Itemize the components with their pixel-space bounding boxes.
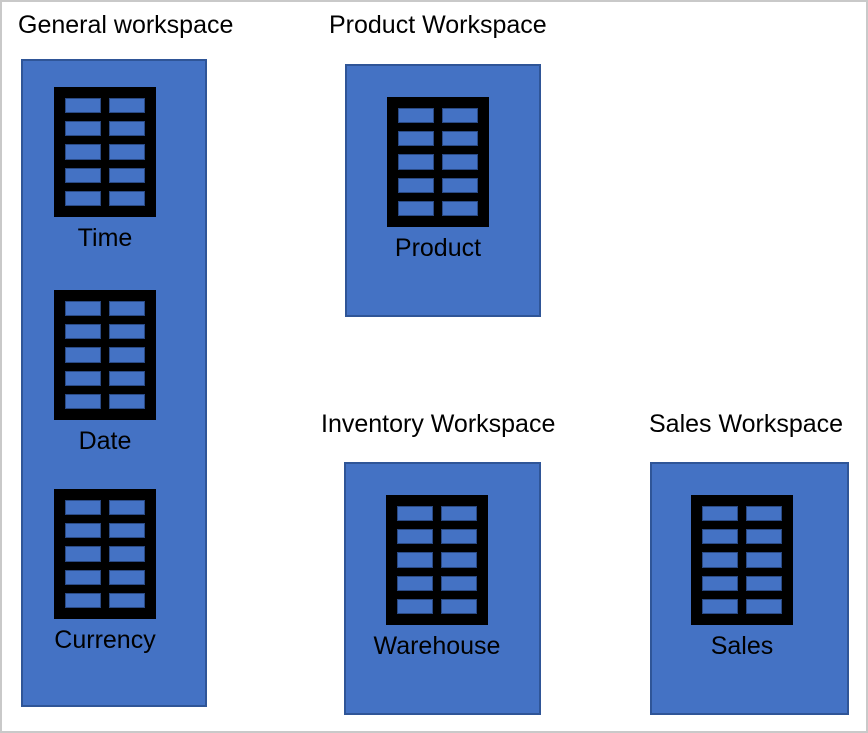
table-label: Currency bbox=[54, 626, 156, 654]
table-label: Warehouse bbox=[373, 632, 501, 660]
table-icon-cell bbox=[65, 523, 101, 539]
table-item-date: Date bbox=[25, 290, 185, 456]
table-icon-cell bbox=[65, 500, 101, 516]
table-label: Time bbox=[77, 224, 133, 252]
table-icon-cell bbox=[109, 546, 145, 562]
table-label: Sales bbox=[710, 632, 774, 660]
table-item-product: Product bbox=[358, 97, 518, 263]
table-icon-cell bbox=[398, 108, 434, 124]
workspace-title-sales: Sales Workspace bbox=[649, 410, 844, 438]
table-label: Product bbox=[394, 234, 482, 262]
table-icon-cell bbox=[442, 177, 478, 193]
table-icon-cell bbox=[442, 200, 478, 216]
table-icon-cell bbox=[441, 529, 477, 545]
table-icon-cell bbox=[441, 506, 477, 522]
table-icon bbox=[54, 87, 156, 217]
workspace-title-product: Product Workspace bbox=[329, 11, 547, 39]
table-icon-cell bbox=[397, 575, 433, 591]
table-icon bbox=[387, 97, 489, 227]
table-icon-cell bbox=[441, 552, 477, 568]
table-icon-cell bbox=[109, 98, 145, 114]
table-icon-cell bbox=[398, 131, 434, 147]
table-icon-cell bbox=[65, 546, 101, 562]
table-icon-cell bbox=[65, 144, 101, 160]
table-icon-cell bbox=[65, 347, 101, 363]
table-icon-cell bbox=[109, 393, 145, 409]
table-icon-cell bbox=[109, 324, 145, 340]
table-item-warehouse: Warehouse bbox=[357, 495, 517, 661]
table-icon-cell bbox=[702, 529, 738, 545]
table-icon-cell bbox=[702, 506, 738, 522]
table-icon-cell bbox=[65, 98, 101, 114]
table-icon-cell bbox=[109, 500, 145, 516]
table-icon-cell bbox=[397, 529, 433, 545]
table-icon-cell bbox=[109, 144, 145, 160]
table-icon-cell bbox=[442, 108, 478, 124]
table-icon-cell bbox=[109, 167, 145, 183]
table-icon-cell bbox=[442, 154, 478, 170]
table-icon-cell bbox=[109, 592, 145, 608]
table-icon-cell bbox=[109, 370, 145, 386]
table-icon bbox=[54, 290, 156, 420]
table-icon-cell bbox=[441, 575, 477, 591]
table-item-sales: Sales bbox=[662, 495, 822, 661]
table-icon-cell bbox=[397, 506, 433, 522]
table-label: Date bbox=[78, 427, 132, 455]
table-icon-cell bbox=[65, 121, 101, 137]
table-icon-cell bbox=[746, 529, 782, 545]
table-icon-cell bbox=[397, 552, 433, 568]
table-icon-cell bbox=[109, 347, 145, 363]
table-icon bbox=[691, 495, 793, 625]
table-icon-cell bbox=[109, 569, 145, 585]
table-icon-cell bbox=[702, 598, 738, 614]
workspace-title-general: General workspace bbox=[18, 11, 234, 39]
table-icon-cell bbox=[398, 200, 434, 216]
table-icon-cell bbox=[65, 592, 101, 608]
table-icon-cell bbox=[746, 506, 782, 522]
table-icon-cell bbox=[109, 190, 145, 206]
table-icon-cell bbox=[746, 598, 782, 614]
table-icon-cell bbox=[65, 324, 101, 340]
table-icon bbox=[54, 489, 156, 619]
table-icon-cell bbox=[65, 190, 101, 206]
workspace-title-inventory: Inventory Workspace bbox=[321, 410, 556, 438]
table-icon-cell bbox=[65, 393, 101, 409]
table-icon-cell bbox=[65, 167, 101, 183]
table-icon-cell bbox=[746, 575, 782, 591]
table-icon-cell bbox=[397, 598, 433, 614]
table-icon-cell bbox=[109, 121, 145, 137]
table-icon-cell bbox=[702, 552, 738, 568]
table-icon-cell bbox=[65, 370, 101, 386]
table-icon-cell bbox=[441, 598, 477, 614]
table-icon-cell bbox=[702, 575, 738, 591]
table-icon-cell bbox=[442, 131, 478, 147]
table-item-currency: Currency bbox=[25, 489, 185, 655]
table-item-time: Time bbox=[25, 87, 185, 253]
table-icon-cell bbox=[398, 154, 434, 170]
table-icon-cell bbox=[65, 301, 101, 317]
table-icon-cell bbox=[746, 552, 782, 568]
table-icon-cell bbox=[109, 301, 145, 317]
table-icon bbox=[386, 495, 488, 625]
table-icon-cell bbox=[109, 523, 145, 539]
table-icon-cell bbox=[398, 177, 434, 193]
table-icon-cell bbox=[65, 569, 101, 585]
